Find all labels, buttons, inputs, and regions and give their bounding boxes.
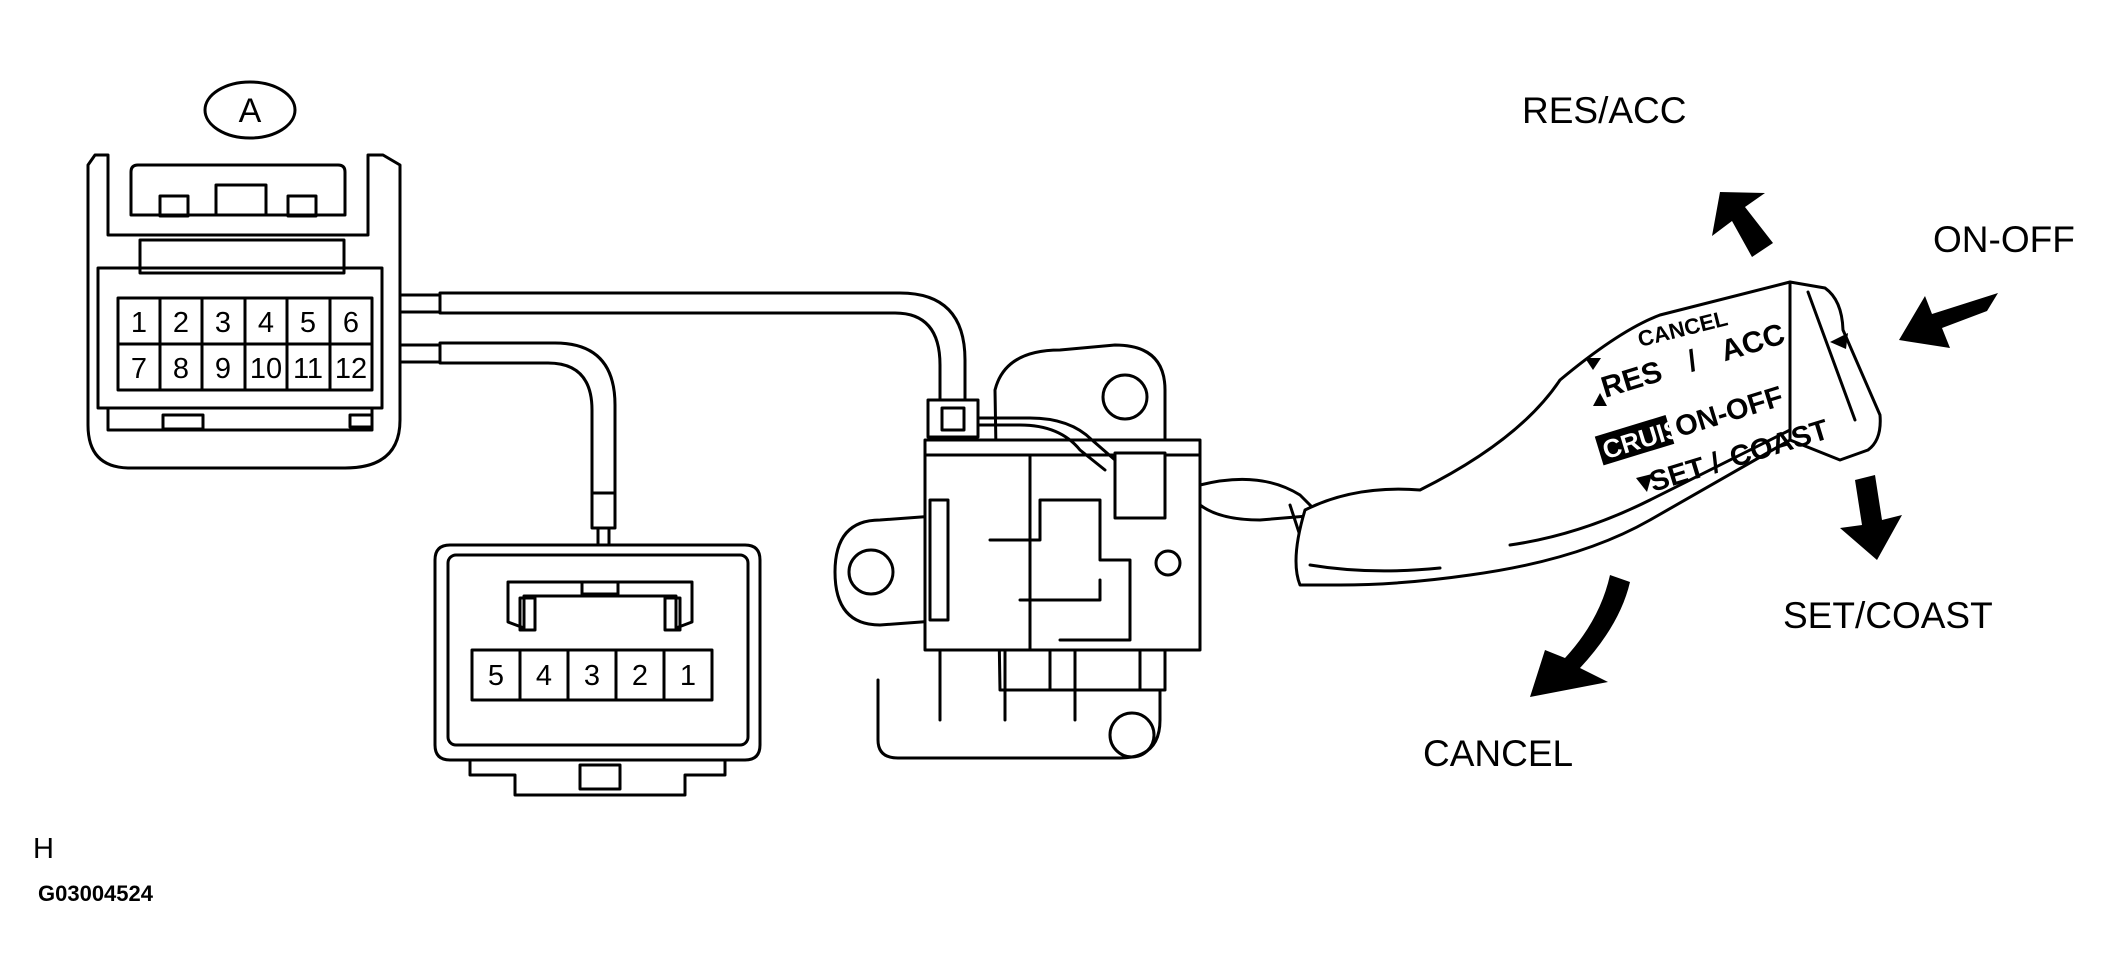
view-code: H — [33, 833, 54, 865]
connector-a-pin: 9 — [215, 353, 231, 385]
connector-b: 5 4 3 2 1 — [433, 543, 762, 797]
wire-harness — [398, 291, 980, 557]
connector-a-pin: 8 — [173, 353, 189, 385]
connector-a-pin: 5 — [300, 307, 316, 339]
connector-a-pin: 1 — [131, 307, 147, 339]
on-off-label: ON-OFF — [1933, 219, 2075, 260]
connector-a-pin: 6 — [343, 307, 359, 339]
connector-b-pin: 5 — [488, 660, 504, 692]
connector-a-pin: 10 — [250, 353, 282, 385]
on-off-push-arrow-icon — [1899, 293, 1998, 348]
set-coast-label: SET/COAST — [1783, 595, 1993, 636]
res-acc-label: RES/ACC — [1522, 90, 1686, 131]
cruise-lever: CANCEL RES / ACC CRUISE ON-OFF SET / COA… — [1198, 280, 1882, 587]
figure-id: G03004524 — [38, 881, 154, 906]
connector-a-pin: 12 — [335, 353, 367, 385]
cruise-badge — [1594, 415, 1675, 466]
on-off-arrow-icon — [1830, 333, 1848, 349]
connector-b-pin: 4 — [536, 660, 552, 692]
connector-a-pin: 2 — [173, 307, 189, 339]
connector-b-pin: 2 — [632, 660, 648, 692]
cancel-label: CANCEL — [1423, 733, 1573, 774]
cancel-down-triangle-icon — [1585, 358, 1601, 370]
set-down-triangle-icon — [1636, 474, 1652, 492]
connector-b-pin: 1 — [680, 660, 696, 692]
connector-b-pin: 3 — [584, 660, 600, 692]
connector-a-pin: 11 — [293, 353, 323, 385]
res-up-triangle-icon — [1593, 393, 1607, 406]
switch-body — [833, 343, 1202, 760]
connector-a-pin: 4 — [258, 307, 274, 339]
connector-a-label: A — [239, 92, 262, 130]
set-coast-arrow-icon — [1840, 475, 1902, 560]
connector-a-callout — [203, 80, 297, 140]
connector-a-pin: 7 — [131, 353, 147, 385]
cancel-curved-arrow-icon — [1530, 575, 1630, 697]
res-acc-arrow-icon — [1712, 192, 1773, 257]
connector-a-pin: 3 — [215, 307, 231, 339]
connector-a: A 1 2 3 4 5 6 7 8 9 10 11 12 — [86, 80, 402, 470]
